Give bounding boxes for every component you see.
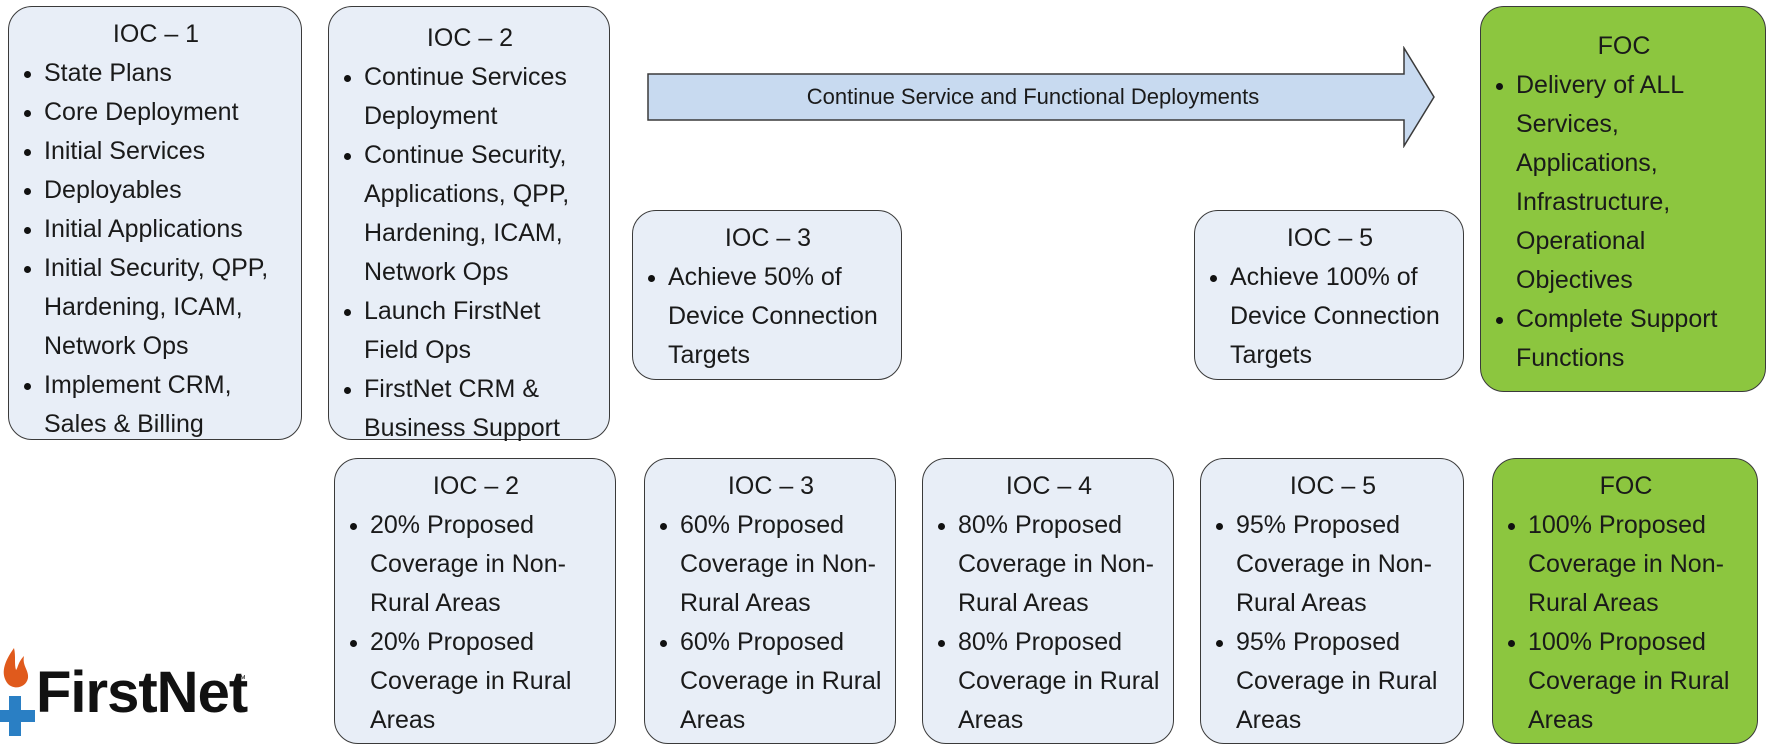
list-item: Delivery of ALL Services, Applications, … <box>1493 66 1755 300</box>
foc-coverage-box: FOC 100% Proposed Coverage in Non-Rural … <box>1492 458 1758 744</box>
coverage-list: 60% Proposed Coverage in Non-Rural Areas… <box>657 506 885 740</box>
list-item: Deployables <box>21 171 291 210</box>
list-item: 95% Proposed Coverage in Non-Rural Areas <box>1213 506 1453 623</box>
ioc5-connection-box: IOC – 5 Achieve 100% of Device Connectio… <box>1194 210 1464 380</box>
list-item: 60% Proposed Coverage in Non-Rural Areas <box>657 506 885 623</box>
arrow-label: Continue Service and Functional Deployme… <box>806 84 1260 109</box>
box-title: IOC – 2 <box>426 24 514 52</box>
logo-trademark: ™ <box>236 674 246 685</box>
milestone-list: Achieve 50% of Device Connection Targets <box>645 258 891 375</box>
coverage-list: 80% Proposed Coverage in Non-Rural Areas… <box>935 506 1163 740</box>
box-title: IOC – 2 <box>432 472 520 500</box>
ioc1-milestone-box: IOC – 1 State Plans Core Deployment Init… <box>8 6 302 440</box>
ioc4-coverage-box: IOC – 4 80% Proposed Coverage in Non-Rur… <box>922 458 1174 744</box>
progress-arrow <box>647 46 1435 148</box>
list-item: FirstNet CRM & Business Support <box>341 370 599 448</box>
list-item: 20% Proposed Coverage in Non-Rural Areas <box>347 506 605 623</box>
box-title: IOC – 1 <box>112 20 200 48</box>
flame-icon <box>3 648 29 688</box>
list-item: Achieve 50% of Device Connection Targets <box>645 258 891 375</box>
list-item: Achieve 100% of Device Connection Target… <box>1207 258 1453 375</box>
foc-milestone-box: FOC Delivery of ALL Services, Applicatio… <box>1480 6 1766 392</box>
box-title: IOC – 5 <box>1289 472 1377 500</box>
list-item: 60% Proposed Coverage in Rural Areas <box>657 623 885 740</box>
ioc2-milestone-box: IOC – 2 Continue Services Deployment Con… <box>328 6 610 442</box>
logo-text: FirstNet <box>36 660 248 725</box>
list-item: Continue Services Deployment <box>341 58 599 136</box>
star-of-life-icon <box>0 696 35 736</box>
list-item: Initial Security, QPP, Hardening, ICAM, … <box>21 249 291 366</box>
list-item: Initial Applications <box>21 210 291 249</box>
list-item: Initial Services <box>21 132 291 171</box>
firstnet-logo <box>0 648 35 736</box>
milestone-list: Delivery of ALL Services, Applications, … <box>1493 66 1755 378</box>
list-item: 20% Proposed Coverage in Rural Areas <box>347 623 605 740</box>
box-title: IOC – 3 <box>727 472 815 500</box>
list-item: 80% Proposed Coverage in Non-Rural Areas <box>935 506 1163 623</box>
ioc3-coverage-box: IOC – 3 60% Proposed Coverage in Non-Rur… <box>644 458 896 744</box>
list-item: Complete Support Functions <box>1493 300 1755 378</box>
box-title: FOC <box>1597 32 1651 60</box>
milestone-list: Continue Services Deployment Continue Se… <box>341 58 599 448</box>
list-item: Core Deployment <box>21 93 291 132</box>
coverage-list: 20% Proposed Coverage in Non-Rural Areas… <box>347 506 605 740</box>
list-item: Continue Security, Applications, QPP, Ha… <box>341 136 599 292</box>
coverage-list: 95% Proposed Coverage in Non-Rural Areas… <box>1213 506 1453 740</box>
box-title: IOC – 3 <box>724 224 812 252</box>
box-title: IOC – 4 <box>1005 472 1093 500</box>
ioc3-connection-box: IOC – 3 Achieve 50% of Device Connection… <box>632 210 902 380</box>
milestone-list: State Plans Core Deployment Initial Serv… <box>21 54 291 444</box>
list-item: 80% Proposed Coverage in Rural Areas <box>935 623 1163 740</box>
list-item: Implement CRM, Sales & Billing <box>21 366 291 444</box>
list-item: 100% Proposed Coverage in Rural Areas <box>1505 623 1747 740</box>
ioc5-coverage-box: IOC – 5 95% Proposed Coverage in Non-Rur… <box>1200 458 1464 744</box>
list-item: 100% Proposed Coverage in Non-Rural Area… <box>1505 506 1747 623</box>
list-item: 95% Proposed Coverage in Rural Areas <box>1213 623 1453 740</box>
box-title: IOC – 5 <box>1286 224 1374 252</box>
milestone-list: Achieve 100% of Device Connection Target… <box>1207 258 1453 375</box>
box-title: FOC <box>1599 472 1653 500</box>
list-item: Launch FirstNet Field Ops <box>341 292 599 370</box>
list-item: State Plans <box>21 54 291 93</box>
ioc2-coverage-box: IOC – 2 20% Proposed Coverage in Non-Rur… <box>334 458 616 744</box>
coverage-list: 100% Proposed Coverage in Non-Rural Area… <box>1505 506 1747 740</box>
